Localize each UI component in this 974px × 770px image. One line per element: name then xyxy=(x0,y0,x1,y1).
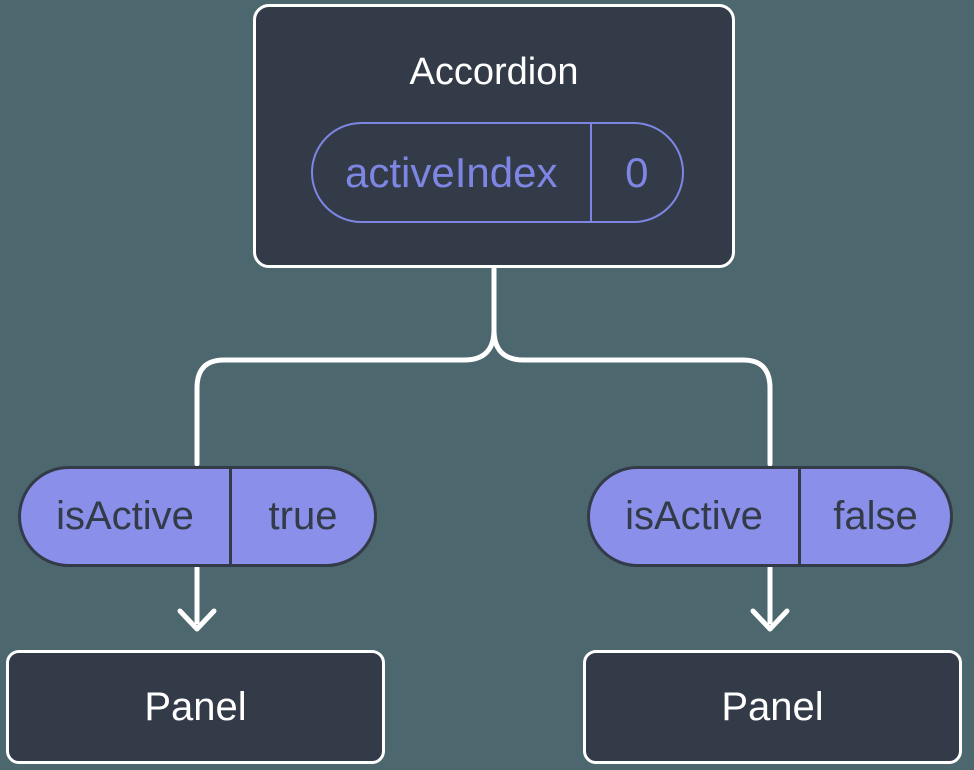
panel-node-right: Panel xyxy=(583,650,962,764)
accordion-node: Accordion activeIndex 0 xyxy=(253,4,735,268)
prop-name-label: isActive xyxy=(21,469,232,564)
arrow-down-icon xyxy=(177,565,217,632)
panel-node-title: Panel xyxy=(721,684,824,729)
prop-value-label: false xyxy=(833,494,918,538)
activeindex-prop-pill: activeIndex 0 xyxy=(311,122,684,223)
panel-node-left: Panel xyxy=(6,650,385,764)
accordion-node-title: Accordion xyxy=(409,51,579,93)
prop-value-label: 0 xyxy=(625,148,649,196)
arrow-down-icon xyxy=(750,565,790,632)
prop-name-label: isActive xyxy=(590,469,801,564)
connector-root-to-left-child xyxy=(194,262,497,467)
prop-value-label: true xyxy=(268,494,338,538)
isactive-true-pill: isActive true xyxy=(18,466,377,567)
connector-root-to-right-child xyxy=(491,262,773,467)
panel-node-title: Panel xyxy=(144,684,247,729)
prop-name-label: activeIndex xyxy=(313,124,592,221)
isactive-false-pill: isActive false xyxy=(587,466,953,567)
